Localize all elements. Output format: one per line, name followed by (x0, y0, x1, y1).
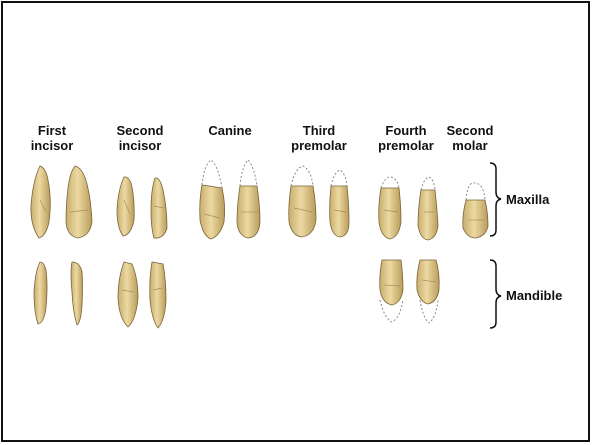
upper-third-premolar-side-dotted (291, 166, 313, 186)
upper-fourth-premolar-front (418, 190, 438, 240)
upper-first-incisor-side (31, 166, 50, 238)
upper-third-premolar-front (330, 186, 349, 237)
upper-third-premolar-front-dotted (331, 170, 347, 186)
upper-second-molar-dotted (466, 183, 485, 200)
upper-first-incisor-front (66, 166, 92, 238)
upper-canine-side-dotted (202, 160, 222, 188)
upper-canine-side (200, 185, 225, 239)
upper-second-incisor-side (117, 177, 134, 236)
lower-second-incisor-front (150, 262, 166, 328)
lower-second-incisor-side (118, 262, 138, 327)
upper-canine-front-dotted (240, 160, 257, 186)
upper-third-premolar-side (289, 186, 316, 237)
lower-first-incisor-front (71, 262, 83, 325)
lower-fourth-premolar-side (380, 260, 403, 305)
mandible-bracket (490, 260, 501, 328)
maxilla-bracket (490, 163, 501, 236)
upper-fourth-premolar-side (379, 188, 401, 239)
upper-second-incisor-front (151, 178, 167, 238)
upper-fourth-premolar-side-dotted (381, 177, 399, 188)
upper-fourth-premolar-front-dotted (421, 177, 435, 190)
lower-first-incisor-side (34, 262, 47, 324)
upper-second-molar (463, 200, 488, 238)
